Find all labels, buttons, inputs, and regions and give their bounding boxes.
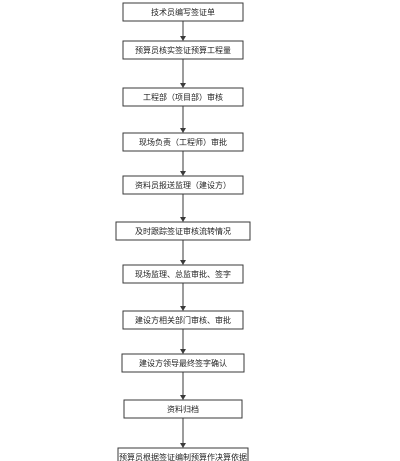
flow-step: 建设方领导最终签字确认 <box>121 353 245 373</box>
flow-step: 资料员报送监理（建设方） <box>122 175 244 195</box>
flow-step: 建设方相关部门审核、审批 <box>122 310 244 330</box>
arrow-head-icon <box>180 443 186 448</box>
flow-step: 工程部（项目部）审核 <box>122 87 244 107</box>
arrow-head-icon <box>180 171 186 176</box>
arrow-head-icon <box>180 395 186 400</box>
flow-step-box <box>122 132 244 152</box>
flow-step: 及时跟踪签证审核流转情况 <box>115 221 251 241</box>
flow-step-label: 现场负责（工程师）审批 <box>139 137 227 147</box>
flow-step-box <box>121 353 245 373</box>
arrow-head-icon <box>180 217 186 222</box>
flow-step-label: 预算员核实签证预算工程量 <box>135 45 231 55</box>
arrow-head-icon <box>180 36 186 41</box>
flow-step-label: 建设方领导最终签字确认 <box>139 358 227 368</box>
flow-step: 预算员核实签证预算工程量 <box>122 40 244 60</box>
flow-step-box <box>122 40 244 60</box>
flow-step-label: 资料归档 <box>167 404 199 414</box>
flow-step-label: 工程部（项目部）审核 <box>143 92 223 102</box>
flow-step: 预算员根据签证编制预算作决算依据 <box>117 447 249 461</box>
flow-step-box <box>117 447 249 461</box>
flow-step-label: 建设方相关部门审核、审批 <box>135 315 231 325</box>
arrow-head-icon <box>180 260 186 265</box>
flow-step-label: 资料员报送监理（建设方） <box>135 180 231 190</box>
flow-step-box <box>123 399 243 419</box>
flow-step-label: 预算员根据签证编制预算作决算依据 <box>119 452 247 461</box>
flow-step-box <box>122 310 244 330</box>
flow-step: 现场负责（工程师）审批 <box>122 132 244 152</box>
arrow-head-icon <box>180 349 186 354</box>
flow-step: 资料归档 <box>123 399 243 419</box>
flow-step-label: 现场监理、总监审批、签字 <box>135 269 231 279</box>
arrow-head-icon <box>180 128 186 133</box>
flow-step-box <box>122 175 244 195</box>
flow-step-box <box>115 221 251 241</box>
flow-step-box <box>122 264 244 284</box>
arrow-head-icon <box>180 306 186 311</box>
flow-step-label: 技术员编写签证单 <box>151 7 215 17</box>
flow-step: 技术员编写签证单 <box>122 2 244 22</box>
flow-step-box <box>122 2 244 22</box>
flow-step-box <box>122 87 244 107</box>
flow-step-label: 及时跟踪签证审核流转情况 <box>135 226 231 236</box>
flow-step: 现场监理、总监审批、签字 <box>122 264 244 284</box>
arrow-head-icon <box>180 83 186 88</box>
